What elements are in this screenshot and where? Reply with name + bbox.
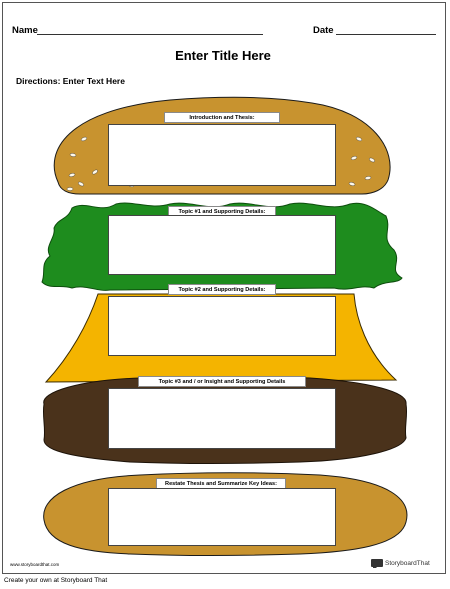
date-field[interactable]: [336, 34, 436, 35]
topic-3-text-box[interactable]: [108, 388, 336, 449]
topic-1-text-box[interactable]: [108, 215, 336, 275]
footer-url: www.storyboardthat.com: [10, 562, 60, 567]
name-field[interactable]: [37, 34, 263, 35]
section-label-introduction: Introduction and Thesis:: [164, 112, 280, 123]
name-label: Name: [12, 25, 38, 36]
worksheet-title[interactable]: Enter Title Here: [175, 48, 271, 63]
directions-text[interactable]: Directions: Enter Text Here: [16, 76, 125, 86]
conclusion-text-box[interactable]: [108, 488, 336, 546]
section-label-topic-3: Topic #3 and / or Insight and Supporting…: [138, 376, 306, 387]
date-label: Date: [313, 25, 334, 36]
storyboardthat-logo: StoryboardThat: [371, 558, 430, 568]
create-your-own-note: Create your own at Storyboard That: [4, 577, 108, 584]
speech-bubble-icon: [371, 559, 383, 568]
logo-text: StoryboardThat: [385, 559, 430, 567]
topic-2-text-box[interactable]: [108, 296, 336, 356]
introduction-text-box[interactable]: [108, 124, 336, 186]
section-label-topic-2: Topic #2 and Supporting Details:: [168, 284, 276, 295]
